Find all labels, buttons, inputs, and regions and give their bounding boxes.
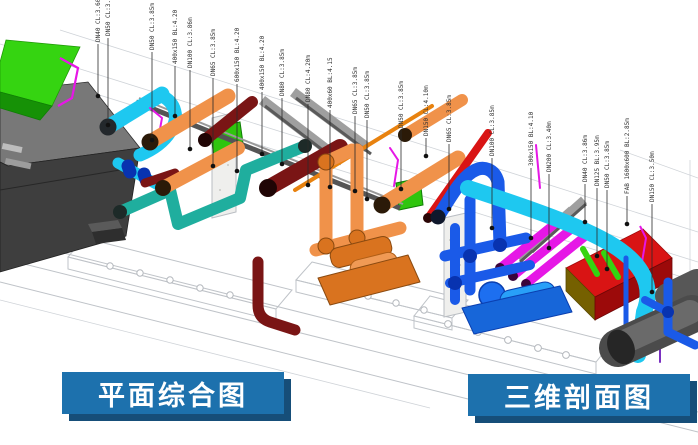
leader-annotation: DN40 CL:3.86m: [582, 135, 589, 225]
leader-annotation: DN65 CL:3.85m: [446, 95, 453, 212]
leader-annotation: 400x150 BL:4.20: [259, 35, 266, 157]
svg-text:DN80 CL:4.20m: DN80 CL:4.20m: [305, 55, 312, 102]
svg-text:DN50 CL:3.85m: DN50 CL:3.85m: [364, 71, 371, 118]
leader-annotation: DN125 BL:3.95m: [594, 135, 601, 259]
svg-text:DN100 CL:3.86m: DN100 CL:3.86m: [187, 17, 194, 68]
svg-text:DN50 CL:3.85m: DN50 CL:3.85m: [398, 81, 405, 128]
leader-annotation: 400x150 BL:4.20: [172, 9, 179, 119]
svg-text:DN40 CL:3.86m: DN40 CL:3.86m: [582, 135, 589, 182]
blue-pump-assembly: [430, 161, 573, 335]
blue-fittings-right: [641, 277, 698, 350]
svg-text:DN50 CL:3.05m: DN50 CL:3.05m: [105, 0, 112, 36]
leader-annotation: DN100 CL:3.86m: [187, 17, 194, 152]
leader-annotation: DN100 CL:3.85m: [489, 105, 496, 231]
leader-annotation: DN40 CL:3.60m: [95, 0, 102, 99]
pallet-box: [88, 220, 126, 244]
red-pipe: [423, 129, 492, 223]
svg-text:FAB 1600x600 BL:2.85m: FAB 1600x600 BL:2.85m: [624, 118, 631, 194]
caption-3d-section: 三维剖面图: [468, 374, 690, 416]
red-duct-box: [565, 225, 673, 321]
svg-text:DN150 CL:3.50m: DN150 CL:3.50m: [649, 151, 656, 202]
caption-plan-composite: 平面综合图: [62, 372, 284, 414]
leader-annotation: DN80 CL:3.85m: [279, 49, 286, 167]
svg-text:400x60 BL:4.15: 400x60 BL:4.15: [327, 57, 334, 108]
svg-text:DN200 CL:3.40m: DN200 CL:3.40m: [546, 121, 553, 172]
svg-text:400x150 BL:4.20: 400x150 BL:4.20: [172, 9, 179, 64]
leader-annotation: DN80 CL:4.20m: [305, 55, 312, 188]
svg-text:DN50 CL:3.85m: DN50 CL:3.85m: [149, 3, 156, 50]
leader-annotation: DN200 CL:3.40m: [546, 121, 553, 251]
svg-text:DN65 CL:3.85m: DN65 CL:3.85m: [352, 67, 359, 114]
leader-annotation: DN150 CL:4.10m: [423, 85, 430, 159]
green-equipment-box: [0, 39, 81, 121]
leader-annotation: DN65 CL:3.85m: [210, 29, 217, 169]
leader-annotation: DN50 CL:3.85m: [398, 81, 405, 192]
leader-annotation: DN150 CL:3.50m: [649, 151, 656, 295]
leader-annotation: DN50 CL:3.05m: [105, 0, 112, 128]
svg-text:300x150 BL:4.10: 300x150 BL:4.10: [528, 111, 535, 166]
leader-annotation: 600x150 BL:4.20: [234, 27, 241, 174]
svg-text:DN100 CL:3.85m: DN100 CL:3.85m: [489, 105, 496, 156]
svg-text:DN150 CL:4.10m: DN150 CL:4.10m: [423, 85, 430, 136]
svg-text:DN50 CL:3.85m: DN50 CL:3.85m: [604, 141, 611, 188]
leader-annotation: FAB 1600x600 BL:2.85m: [624, 118, 631, 227]
leader-annotation: DN65 CL:3.85m: [352, 67, 359, 194]
orange-pipes: [141, 88, 468, 214]
svg-text:DN65 CL:3.85m: DN65 CL:3.85m: [210, 29, 217, 76]
svg-text:DN80 CL:3.85m: DN80 CL:3.85m: [279, 49, 286, 96]
svg-text:400x150 BL:4.20: 400x150 BL:4.20: [259, 35, 266, 90]
svg-text:DN40 CL:3.60m: DN40 CL:3.60m: [95, 0, 102, 42]
leader-annotation: DN50 CL:3.85m: [149, 3, 156, 143]
leader-annotation: 400x60 BL:4.15: [327, 57, 334, 190]
storage-tanks: [599, 269, 698, 367]
svg-text:600x150 BL:4.20: 600x150 BL:4.20: [234, 27, 241, 82]
leader-annotation: 300x150 BL:4.10: [528, 111, 535, 241]
leader-annotation: DN50 CL:3.85m: [604, 141, 611, 272]
svg-text:DN65 CL:3.85m: DN65 CL:3.85m: [446, 95, 453, 142]
leader-annotation: DN50 CL:3.85m: [364, 71, 371, 202]
orange-pump-assembly: [309, 143, 421, 306]
svg-text:DN125 BL:3.95m: DN125 BL:3.95m: [594, 135, 601, 186]
